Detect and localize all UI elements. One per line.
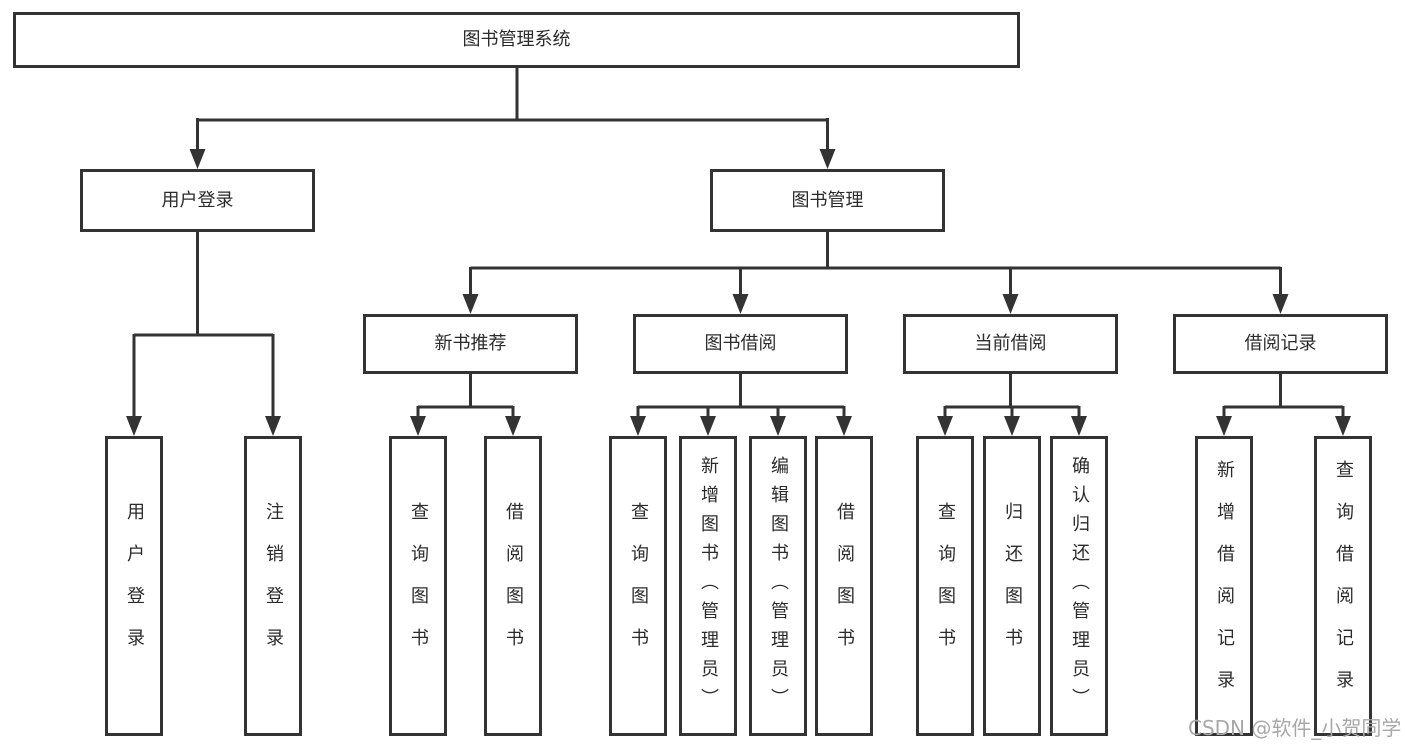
connector-new-book-rec-to-leaves: [410, 373, 521, 436]
node-book-borrow-label: 图书借阅: [704, 333, 777, 354]
leaf-current-confirm-return: 确认归还（管理员）: [1050, 436, 1108, 736]
leaf-current-return-book-label: 归还图书: [1002, 502, 1023, 670]
leaf-records-query-label: 查询借阅记录: [1333, 460, 1354, 712]
leaf-logout-label: 注销登录: [263, 502, 284, 670]
leaf-borrow-add-book: 新增图书（管理员）: [679, 436, 737, 736]
node-borrow-records-label: 借阅记录: [1244, 333, 1317, 354]
node-root-label: 图书管理系统: [462, 29, 571, 50]
connector-current-borrow-to-leaves: [937, 373, 1087, 436]
node-book-management-label: 图书管理: [791, 189, 864, 211]
node-book-management: 图书管理: [710, 169, 945, 232]
leaf-records-add-label: 新增借阅记录: [1214, 460, 1235, 712]
leaf-rec-borrow-book: 借阅图书: [484, 436, 542, 736]
node-user-login-label: 用户登录: [161, 189, 234, 211]
leaf-rec-query-book: 查询图书: [389, 436, 447, 736]
node-new-book-recommend-label: 新书推荐: [434, 333, 507, 354]
leaf-borrow-edit-book-label: 编辑图书（管理员）: [768, 455, 789, 717]
leaf-records-add: 新增借阅记录: [1195, 436, 1253, 736]
leaf-borrow-query-book: 查询图书: [609, 436, 667, 736]
leaf-user-login-label: 用户登录: [124, 502, 145, 670]
leaf-logout: 注销登录: [244, 436, 302, 736]
connector-book-mgmt-to-level3: [462, 231, 1289, 314]
leaf-borrow-add-book-label: 新增图书（管理员）: [698, 455, 719, 717]
leaf-rec-query-book-label: 查询图书: [408, 502, 429, 670]
node-book-borrow: 图书借阅: [633, 314, 848, 374]
leaf-borrow-query-book-label: 查询图书: [628, 502, 649, 670]
connector-borrow-records-to-leaves: [1216, 373, 1351, 436]
connector-book-borrow-to-leaves: [630, 373, 852, 436]
leaf-borrow-borrow-book: 借阅图书: [815, 436, 873, 736]
node-user-login: 用户登录: [80, 169, 315, 232]
leaf-borrow-borrow-book-label: 借阅图书: [834, 502, 855, 670]
leaf-user-login: 用户登录: [105, 436, 163, 736]
connector-root-to-level2: [189, 67, 836, 169]
node-root: 图书管理系统: [13, 12, 1020, 68]
leaf-current-confirm-return-label: 确认归还（管理员）: [1069, 455, 1090, 717]
leaf-current-query-book: 查询图书: [916, 436, 974, 736]
leaf-current-return-book: 归还图书: [983, 436, 1041, 736]
leaf-borrow-edit-book: 编辑图书（管理员）: [749, 436, 807, 736]
leaf-rec-borrow-book-label: 借阅图书: [503, 502, 524, 670]
node-new-book-recommend: 新书推荐: [363, 314, 578, 374]
connector-user-login-to-leaves: [126, 231, 281, 436]
leaf-current-query-book-label: 查询图书: [935, 502, 956, 670]
node-current-borrow-label: 当前借阅: [974, 333, 1047, 354]
leaf-records-query: 查询借阅记录: [1314, 436, 1372, 736]
node-current-borrow: 当前借阅: [903, 314, 1118, 374]
node-borrow-records: 借阅记录: [1173, 314, 1388, 374]
